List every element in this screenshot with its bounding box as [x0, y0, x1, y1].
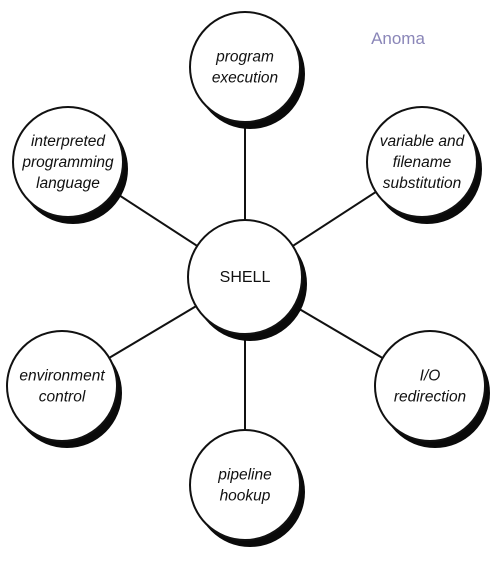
node-program-execution-label-line: execution	[212, 70, 278, 87]
node-environment-control-label-line: environment	[19, 368, 105, 385]
node-interpreted-programming-language: interpreted programming language	[12, 106, 128, 224]
node-bubbles: program execution variable and filename subs…	[6, 11, 490, 547]
node-interpreted-programming-language-circle	[12, 106, 124, 218]
node-interpreted-programming-language-label-line: programming	[21, 154, 114, 171]
node-interpreted-programming-language-label-line: interpreted	[31, 133, 106, 150]
node-environment-control-circle	[6, 330, 118, 442]
node-shell-center: SHELL	[187, 219, 307, 341]
node-program-execution-label-line: program	[215, 49, 274, 66]
node-environment-control-label-line: control	[39, 389, 86, 406]
node-variable-and-filename-substitution-circle	[366, 106, 478, 218]
node-variable-and-filename-substitution-label-line: substitution	[383, 175, 461, 192]
node-environment-control: environment control	[6, 330, 122, 448]
node-shell-center-circle	[187, 219, 303, 335]
node-variable-and-filename-substitution: variable and filename substitution	[366, 106, 482, 224]
node-io-redirection-label-line: I/O	[420, 368, 441, 385]
node-pipeline-hookup-circle	[189, 429, 301, 541]
node-shell-center-label-line: SHELL	[220, 269, 271, 286]
node-io-redirection-label-line: redirection	[394, 389, 466, 406]
node-program-execution: program execution	[189, 11, 305, 129]
node-pipeline-hookup-label-line: hookup	[220, 488, 271, 505]
node-io-redirection: I/O redirection	[374, 330, 490, 448]
node-io-redirection-circle	[374, 330, 486, 442]
node-variable-and-filename-substitution-label-line: filename	[393, 154, 452, 171]
node-program-execution-circle	[189, 11, 301, 123]
node-interpreted-programming-language-label-line: language	[36, 175, 100, 192]
node-pipeline-hookup: pipeline hookup	[189, 429, 305, 547]
node-variable-and-filename-substitution-label-line: variable and	[380, 133, 466, 150]
node-pipeline-hookup-label-line: pipeline	[217, 467, 272, 484]
watermark-text: Anoma	[371, 29, 425, 48]
